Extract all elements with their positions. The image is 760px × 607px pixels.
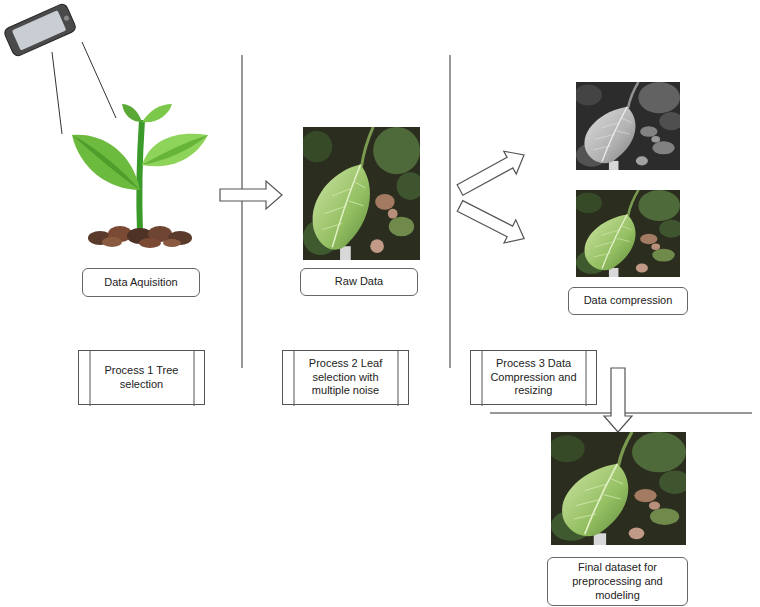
block-arrow — [454, 144, 531, 202]
separator-line — [450, 55, 451, 368]
box-text: Final dataset for preprocessing and mode… — [556, 561, 679, 602]
arrow-shape — [454, 194, 530, 250]
phone-body — [3, 2, 77, 57]
raw-photo — [301, 127, 424, 260]
box-text: Data Aquisition — [104, 276, 177, 290]
plant-stem — [139, 120, 142, 232]
view-line — [82, 42, 116, 118]
phone-button — [63, 15, 70, 22]
soil-clod — [163, 239, 181, 247]
soil-clod — [102, 237, 122, 247]
process-box: Process 2 Leaf selection with multiple n… — [282, 350, 409, 405]
box-text: Process 3 Data Compression and resizing — [486, 357, 581, 398]
arrow-shape — [454, 144, 531, 202]
process-bar — [482, 351, 483, 406]
label-box: Data compression — [568, 287, 688, 315]
arrow-shape — [604, 368, 632, 432]
plant-leaf-shade — [72, 135, 140, 190]
box-text: Data compression — [584, 294, 673, 308]
process-bar — [586, 351, 587, 406]
process-bar — [294, 351, 295, 406]
label-box: Data Aquisition — [82, 268, 200, 297]
process-box: Process 3 Data Compression and resizing — [470, 350, 597, 405]
plant-bud — [122, 104, 142, 122]
label-box: Raw Data — [300, 268, 418, 296]
plant-bud — [142, 104, 172, 122]
block-arrow — [604, 368, 632, 432]
box-text: Process 2 Leaf selection with multiple n… — [298, 357, 393, 398]
process-box: Process 1 Tree selection — [78, 350, 205, 405]
plant-icon — [72, 104, 208, 248]
box-text: Process 1 Tree selection — [94, 364, 189, 392]
block-arrow — [454, 194, 530, 250]
phone-screen — [12, 10, 67, 50]
plant-leaf — [142, 134, 208, 167]
box-text: Raw Data — [335, 275, 383, 289]
phone-icon — [3, 2, 77, 57]
soil-clod — [139, 238, 161, 248]
plant-leaf — [72, 135, 140, 190]
process-bar — [90, 351, 91, 406]
block-arrow — [220, 181, 282, 209]
plant-leaf-shade — [142, 135, 208, 165]
separator-line — [242, 55, 243, 368]
soil — [88, 226, 192, 248]
color-photo — [574, 190, 683, 277]
process-bar — [194, 351, 195, 406]
gray-photo — [574, 82, 683, 170]
process-bar — [398, 351, 399, 406]
label-box: Final dataset for preprocessing and mode… — [547, 557, 688, 606]
final-photo — [549, 432, 691, 545]
arrow-shape — [220, 181, 282, 209]
view-line — [52, 52, 62, 134]
